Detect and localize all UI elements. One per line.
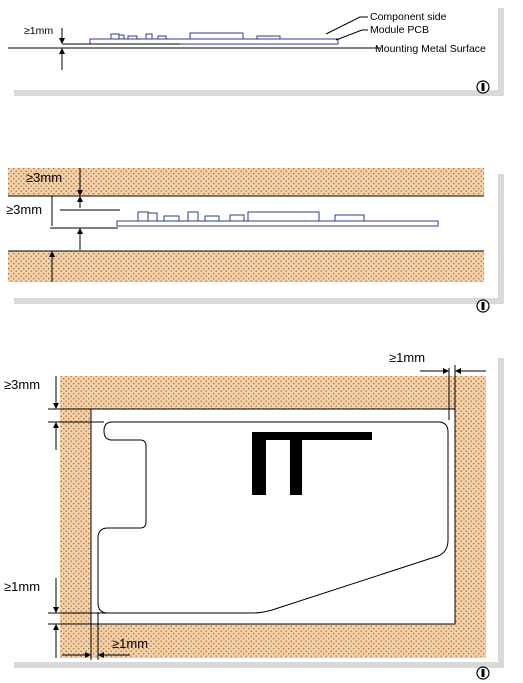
- module-pcb: [90, 39, 338, 44]
- gap-label: ≥1mm: [24, 25, 53, 37]
- component: [158, 36, 166, 39]
- bottom-metal-surface: [8, 251, 484, 282]
- circled-one-icon: [477, 300, 489, 312]
- component: [257, 36, 280, 39]
- component: [230, 215, 244, 221]
- component-side-label: Component side: [370, 11, 447, 23]
- component: [190, 33, 243, 39]
- figure-2-enclosed-side-view: ≥3mm ≥3mm: [6, 168, 504, 312]
- module-pcb: [117, 221, 438, 226]
- top-gap-label: ≥3mm: [26, 170, 62, 185]
- component: [128, 36, 137, 39]
- antenna-trace-right: [290, 432, 302, 495]
- component: [111, 34, 119, 39]
- component: [335, 215, 364, 221]
- component: [138, 212, 148, 221]
- antenna-trace-left: [252, 432, 266, 495]
- figure-1-side-view: ≥1mm Component side Module PCB Mounting …: [8, 2, 504, 96]
- top-gap-label: ≥3mm: [4, 377, 40, 392]
- component: [146, 34, 152, 39]
- bottom-gap-label: ≥1mm: [112, 636, 148, 651]
- component: [148, 213, 157, 221]
- top-metal-surface: [8, 168, 484, 196]
- module-pcb-label: Module PCB: [370, 24, 429, 36]
- bottom-gap-label: ≥3mm: [6, 202, 42, 217]
- component: [205, 216, 219, 221]
- antenna-trace-horizontal: [252, 432, 372, 440]
- circled-one-icon: [477, 81, 489, 93]
- component: [188, 212, 198, 221]
- component: [119, 35, 124, 39]
- figure-3-top-view: ≥1mm ≥3mm ≥1mm ≥1mm: [4, 350, 504, 679]
- circled-one-icon: [477, 667, 489, 679]
- component: [248, 212, 319, 221]
- left-bottom-gap-label: ≥1mm: [4, 579, 40, 594]
- mounting-surface-label: Mounting Metal Surface: [375, 43, 486, 55]
- right-gap-label: ≥1mm: [389, 350, 425, 365]
- component: [164, 216, 179, 221]
